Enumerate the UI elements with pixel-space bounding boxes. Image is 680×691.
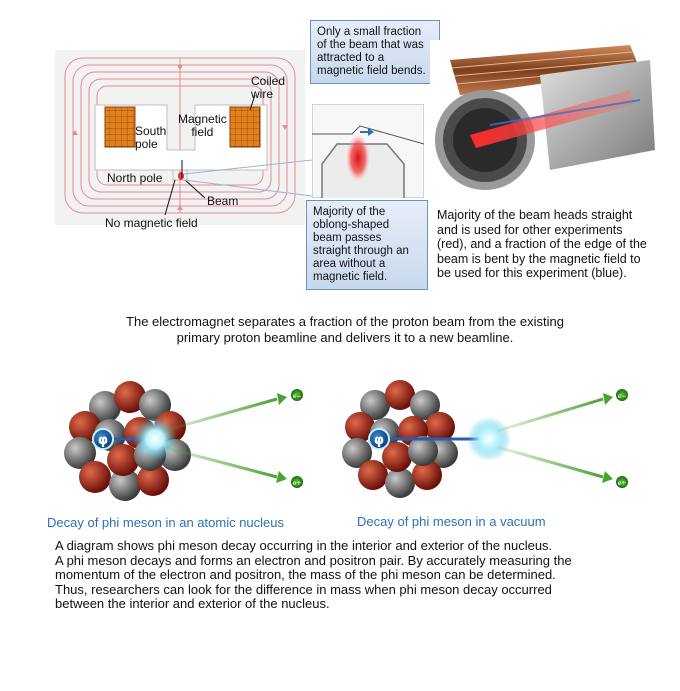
magnetic-field-label: Magnetic field — [178, 112, 227, 139]
beam-label: Beam — [207, 194, 239, 208]
north-pole-label: North pole — [107, 171, 163, 185]
description-line: Thus, researchers can look for the diffe… — [55, 581, 552, 597]
description-line: momentum of the electron and positron, t… — [55, 567, 556, 582]
beam-description: Majority of the beam heads straight and … — [437, 208, 647, 280]
callout-majority: Majority of the oblong-shaped beam passe… — [306, 200, 428, 290]
positron-label-right: e+ — [618, 480, 627, 487]
beam-zoom-inset — [312, 104, 424, 198]
magnet-diagram — [55, 50, 305, 225]
electron-label-right: e− — [618, 393, 627, 400]
decay-vacuum-caption: Decay of phi meson in a vacuum — [357, 514, 546, 529]
beamline-photo — [430, 40, 655, 200]
description-line: between the interior and exterior of the… — [55, 596, 330, 611]
phi-symbol-right: φ — [374, 433, 384, 448]
decay-nucleus-caption: Decay of phi meson in an atomic nucleus — [47, 515, 285, 530]
decay-nucleus-illustration: φ e− e+ — [64, 381, 303, 501]
electron-label-left: e− — [293, 393, 302, 400]
description-line: A phi meson decays and forms an electron… — [55, 552, 572, 568]
no-field-label: No magnetic field — [105, 216, 198, 230]
description-line: A diagram shows phi meson decay occurrin… — [55, 538, 553, 553]
electromagnet-caption: The electromagnet separates a fraction o… — [126, 314, 564, 345]
south-pole-label: South pole — [135, 124, 167, 151]
decay-vacuum-illustration: φ e− e+ — [342, 380, 628, 498]
callout-small-fraction: Only a small fraction of the beam that w… — [310, 20, 440, 84]
coiled-wire-label: Coiled wire — [251, 74, 286, 101]
phi-symbol-left: φ — [98, 433, 108, 448]
decay-description: A diagram shows phi meson decay occurrin… — [55, 538, 655, 612]
positron-label-left: e+ — [293, 480, 302, 487]
